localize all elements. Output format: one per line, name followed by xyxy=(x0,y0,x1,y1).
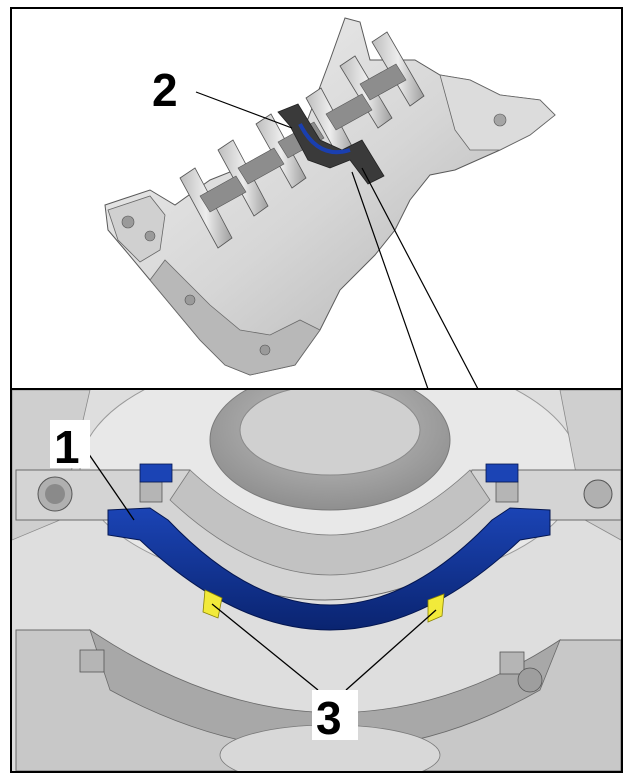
callout-1-box xyxy=(50,420,90,468)
callout-1: 1 xyxy=(54,421,80,473)
leader-line-1 xyxy=(85,449,135,521)
zoom-line-right xyxy=(361,167,479,390)
leader-line-3-left xyxy=(211,603,319,691)
engine-block-overview xyxy=(104,17,556,376)
callout-3: 3 xyxy=(316,692,342,744)
zoom-line-left xyxy=(351,171,429,390)
locating-tab-right xyxy=(427,593,445,623)
callout-3-box xyxy=(312,690,358,740)
leader-line-2 xyxy=(195,91,293,129)
leader-line-3-right xyxy=(345,609,437,691)
callout-2: 2 xyxy=(152,64,178,116)
